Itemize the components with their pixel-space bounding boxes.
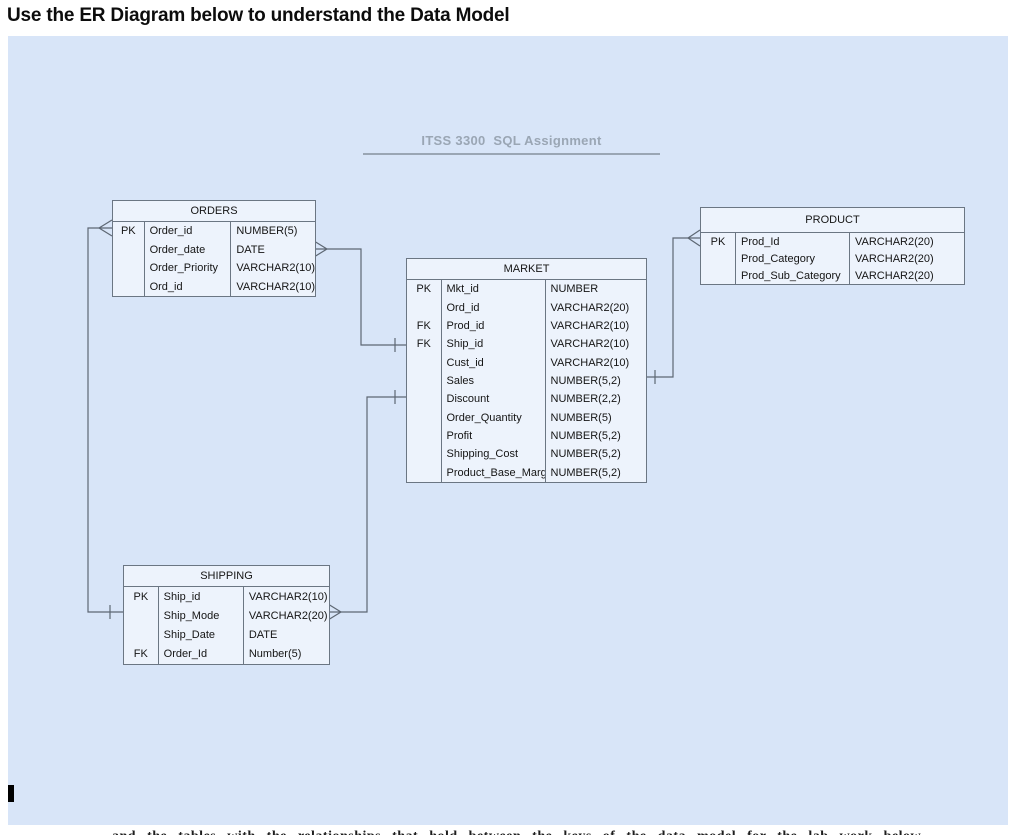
text-cursor xyxy=(8,785,14,802)
field-cell: Ord_id xyxy=(446,301,480,314)
key-cell: FK xyxy=(416,319,431,332)
type-cell: VARCHAR2(20) xyxy=(855,252,934,265)
type-cell: VARCHAR2(20) xyxy=(550,301,630,314)
table-title-market: MARKET xyxy=(407,259,646,280)
key-cell: FK xyxy=(133,648,148,661)
diagram-title: ITSS 3300 SQL Assignment xyxy=(421,133,602,148)
key-cell xyxy=(407,464,441,482)
key-cell: PK xyxy=(710,235,726,248)
field-cell: Profit xyxy=(446,430,473,443)
key-cell xyxy=(701,267,735,284)
type-cell: VARCHAR2(10) xyxy=(550,356,630,369)
type-cell: NUMBER(5,2) xyxy=(550,374,621,387)
type-cell: VARCHAR2(10) xyxy=(550,338,630,351)
type-cell: VARCHAR2(20) xyxy=(248,609,328,622)
entity-table-market: MARKET PK FK FK Mkt_id Ord_id Prod_id Sh… xyxy=(406,258,647,483)
field-cell: Order_Priority xyxy=(149,262,219,275)
field-cell: Ship_Date xyxy=(163,629,216,642)
key-cell: FK xyxy=(416,338,431,351)
clipped-bottom-text: and the tables with the relationships th… xyxy=(112,829,1008,835)
type-cell: VARCHAR2(20) xyxy=(855,235,934,248)
field-cell: Ship_id xyxy=(446,338,484,351)
type-cell: DATE xyxy=(236,243,265,256)
type-cell: NUMBER(5,2) xyxy=(550,430,621,443)
key-cell xyxy=(407,427,441,445)
key-cell xyxy=(124,626,158,645)
key-cell: PK xyxy=(120,225,136,238)
key-cell xyxy=(113,278,144,297)
field-cell: Mkt_id xyxy=(446,283,479,296)
field-cell: Order_Quantity xyxy=(446,411,522,424)
field-cell: Prod_Id xyxy=(741,235,780,248)
field-cell: Ship_id xyxy=(163,590,201,603)
key-cell xyxy=(113,259,144,278)
key-cell xyxy=(407,409,441,427)
entity-table-product: PRODUCT PK Prod_Id Prod_Category Prod_Su… xyxy=(700,207,965,285)
type-cell: NUMBER(2,2) xyxy=(550,393,621,406)
field-cell: Prod_Sub_Category xyxy=(741,269,841,282)
key-cell xyxy=(407,298,441,316)
key-cell xyxy=(407,390,441,408)
key-cell xyxy=(124,606,158,625)
field-cell: Prod_Category xyxy=(741,252,815,265)
type-cell: NUMBER(5,2) xyxy=(550,448,621,461)
field-cell: Order_id xyxy=(149,225,193,238)
type-cell: Number(5) xyxy=(248,648,302,661)
field-cell: Prod_id xyxy=(446,319,485,332)
type-cell: VARCHAR2(10) xyxy=(236,262,315,275)
type-cell: DATE xyxy=(248,629,278,642)
field-cell: Order_Id xyxy=(163,648,208,661)
key-cell xyxy=(113,241,144,260)
page-title: Use the ER Diagram below to understand t… xyxy=(7,5,510,26)
type-cell: VARCHAR2(10) xyxy=(236,280,315,293)
key-cell xyxy=(407,353,441,371)
field-cell: Ship_Mode xyxy=(163,609,220,622)
field-cell: Sales xyxy=(446,374,475,387)
table-title-product: PRODUCT xyxy=(701,208,964,233)
key-cell xyxy=(701,250,735,267)
type-cell: NUMBER(5,2) xyxy=(550,466,621,479)
type-cell: VARCHAR2(10) xyxy=(248,590,328,603)
type-cell: NUMBER xyxy=(550,283,599,296)
field-cell: Ord_id xyxy=(149,280,183,293)
key-cell xyxy=(407,372,441,390)
diagram-title-underline xyxy=(363,153,660,155)
table-title-orders: ORDERS xyxy=(113,201,315,222)
field-cell: Cust_id xyxy=(446,356,484,369)
field-cell: Order_date xyxy=(149,243,206,256)
entity-table-orders: ORDERS PK Order_id Order_date Order_Prio… xyxy=(112,200,316,297)
entity-table-shipping: SHIPPING PK FK Ship_id Ship_Mode Ship_Da… xyxy=(123,565,330,665)
type-cell: VARCHAR2(10) xyxy=(550,319,630,332)
type-cell: NUMBER(5) xyxy=(550,411,612,424)
field-cell: Product_Base_Margin xyxy=(446,466,545,479)
table-title-shipping: SHIPPING xyxy=(124,566,329,587)
key-cell: PK xyxy=(416,283,432,296)
type-cell: NUMBER(5) xyxy=(236,225,298,238)
field-cell: Discount xyxy=(446,393,490,406)
type-cell: VARCHAR2(20) xyxy=(855,269,934,282)
key-cell xyxy=(407,445,441,463)
field-cell: Shipping_Cost xyxy=(446,448,519,461)
key-cell: PK xyxy=(133,590,149,603)
